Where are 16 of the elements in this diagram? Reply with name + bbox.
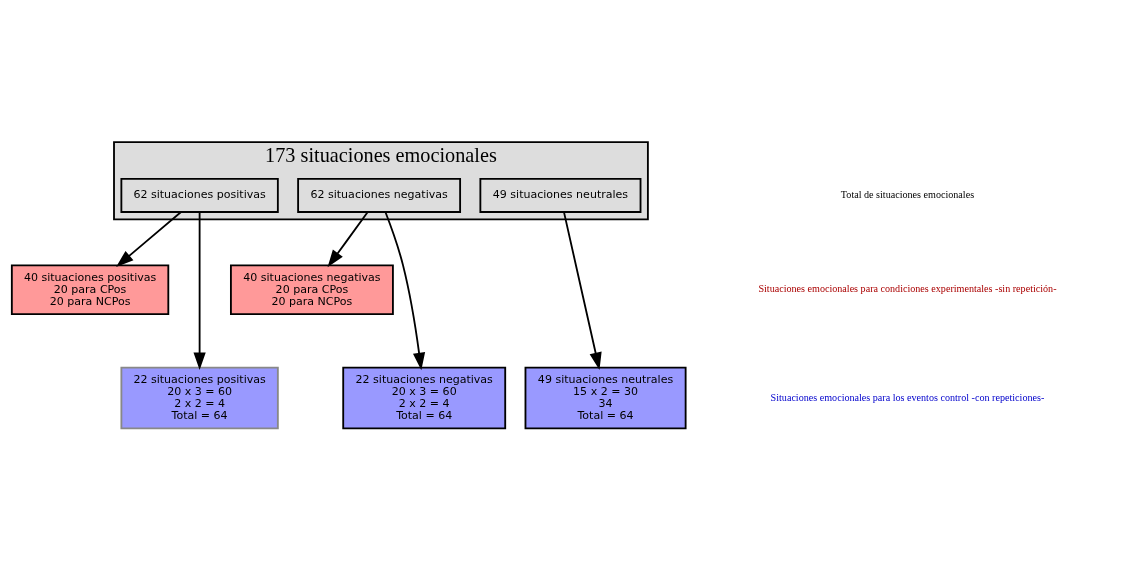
arrow <box>193 210 206 370</box>
node-box: 49 situaciones neutrales 15 x 2 = 30 34 Total = 64 <box>524 366 687 429</box>
node-box: 49 situaciones neutrales <box>479 177 642 213</box>
label: Situaciones emocionales para los eventos control -con repeticiones- <box>770 391 1045 403</box>
arrow <box>563 210 602 370</box>
arrow <box>327 210 369 267</box>
label: Situaciones emocionales para condiciones experimentales -sin repetición- <box>758 282 1057 294</box>
node-box: 22 situaciones negativas 20 x 3 = 60 2 x 2 = 4 Total = 64 <box>342 366 507 429</box>
node-box: 22 situaciones positivas 20 x 3 = 60 2 x 2 = 4 Total = 64 <box>120 366 279 429</box>
arrow <box>116 210 182 267</box>
node-box: 62 situaciones positivas <box>120 177 279 213</box>
node-box: 40 situaciones negativas 20 para CPos 20 para NCPos <box>230 263 394 315</box>
label: Total de situaciones emocionales <box>840 188 975 200</box>
node-box: 40 situaciones positivas 20 para CPos 20 para NCPos <box>10 263 170 315</box>
node-box: 62 situaciones negativas <box>297 177 462 213</box>
arrow <box>384 210 426 370</box>
